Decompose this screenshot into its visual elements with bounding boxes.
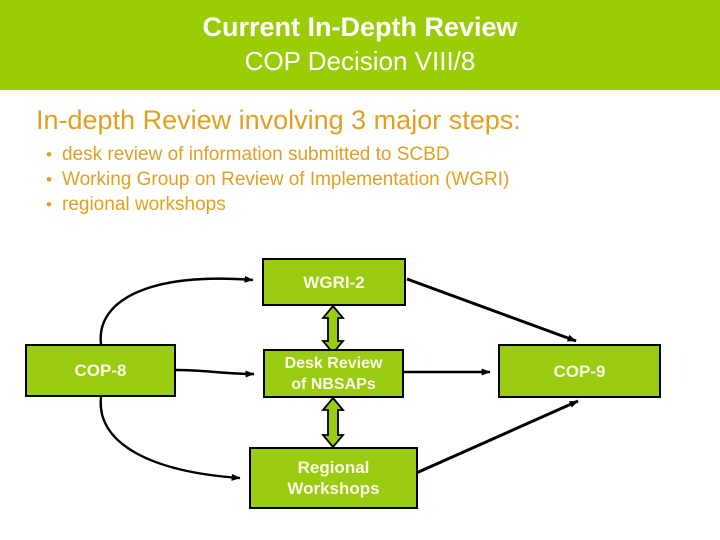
node-wgri2[interactable]: WGRI-2 [262, 258, 406, 306]
node-cop9[interactable]: COP-9 [498, 344, 661, 398]
header-band [0, 0, 720, 90]
bullet-icon: • [46, 195, 52, 214]
body-heading: In-depth Review involving 3 major steps: [36, 105, 521, 135]
bullet-list: • desk review of information submitted t… [36, 142, 696, 217]
list-item: • Working Group on Review of Implementat… [36, 167, 696, 192]
connector-cop8-to-wgri2 [99, 275, 254, 345]
connector-cop8-to-desk-review [175, 368, 255, 378]
node-cop8-label: COP-8 [74, 361, 127, 380]
list-item-label: regional workshops [62, 194, 226, 215]
node-desk-review-label: Desk Review of NBSAPs [284, 354, 383, 393]
connector-wgri2-to-cop9 [406, 277, 577, 343]
header-title-line-2: COP Decision VIII/8 [244, 46, 476, 76]
node-regional-workshops[interactable]: Regional Workshops [249, 447, 418, 509]
node-cop8[interactable]: COP-8 [25, 344, 176, 397]
list-item: • regional workshops [36, 192, 696, 217]
bullet-icon: • [46, 145, 52, 164]
node-wgri2-label: WGRI-2 [303, 272, 365, 292]
header-title-line-1: Current In-Depth Review [202, 12, 518, 42]
double-arrow-desk-review-regional-workshops [321, 396, 345, 449]
list-item-label: desk review of information submitted to … [62, 144, 450, 165]
list-item-label: Working Group on Review of Implementatio… [62, 169, 510, 190]
list-item: • desk review of information submitted t… [36, 142, 696, 167]
connector-cop8-to-regional-workshops [99, 396, 241, 481]
node-cop9-label: COP-9 [553, 361, 606, 381]
double-arrow-wgri2-desk-review [321, 304, 345, 355]
connector-regional-workshops-to-cop9 [413, 399, 579, 476]
node-desk-review[interactable]: Desk Review of NBSAPs [263, 349, 404, 398]
node-regional-workshops-label: Regional Workshops [287, 458, 380, 498]
bullet-icon: • [46, 170, 52, 189]
